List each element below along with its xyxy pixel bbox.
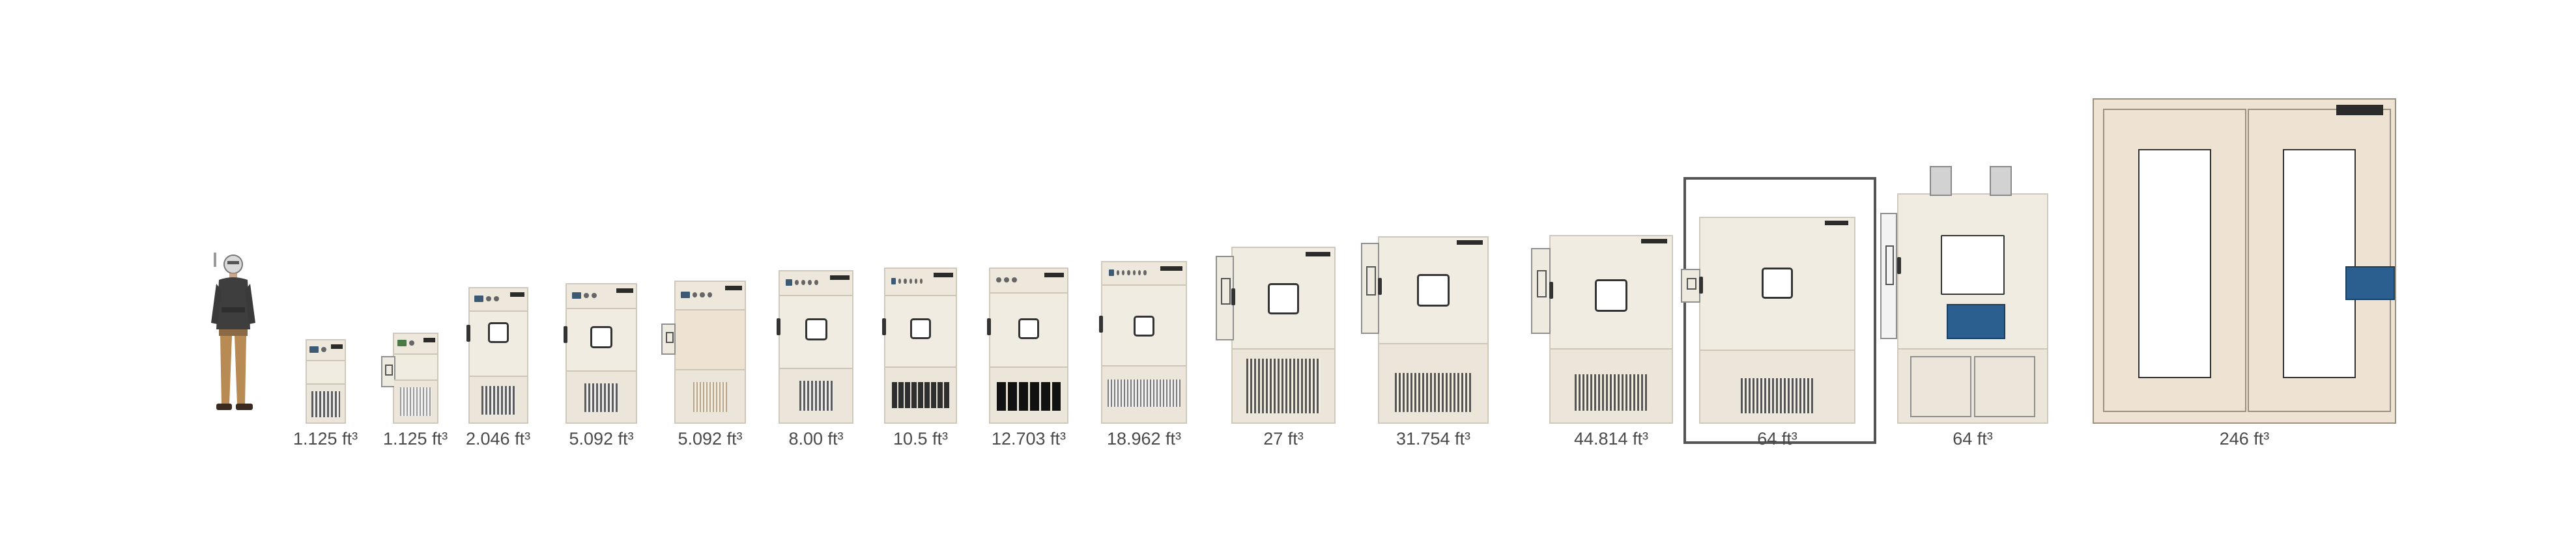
chamber-unit — [1531, 235, 1673, 424]
viewing-window — [487, 322, 509, 343]
vent-grille — [799, 381, 833, 411]
touch-panel — [2345, 266, 2395, 300]
chamber-item[interactable]: 1.125 ft³ — [380, 333, 448, 449]
volume-label: 8.00 ft³ — [788, 429, 844, 448]
volume-label: 12.703 ft³ — [991, 429, 1066, 448]
viewing-window — [2283, 149, 2356, 378]
volume-label: 64 ft³ — [1757, 429, 1797, 448]
chamber-item[interactable]: 246 ft³ — [2093, 98, 2396, 449]
vent-grille — [311, 391, 340, 417]
chamber-unit — [1216, 247, 1336, 424]
volume-label: 27 ft³ — [1263, 429, 1304, 448]
viewing-window — [1941, 235, 2005, 295]
chamber-item[interactable]: 10.5 ft³ — [882, 268, 957, 449]
chamber-unit — [882, 268, 957, 424]
door-left — [2103, 109, 2246, 412]
volume-label: 1.125 ft³ — [293, 429, 358, 448]
chiller-unit — [1990, 166, 2012, 196]
vent-grille — [1395, 373, 1472, 412]
chamber-item[interactable]: 44.814 ft³ — [1531, 235, 1673, 449]
chamber-item[interactable]: 12.703 ft³ — [987, 268, 1068, 449]
viewing-window — [1595, 279, 1627, 312]
vent-grille — [997, 382, 1061, 411]
viewing-window — [1417, 274, 1450, 307]
vent-grille — [1246, 359, 1321, 413]
volume-label: 64 ft³ — [1953, 429, 1993, 448]
viewing-window — [590, 326, 612, 348]
volume-label: 18.962 ft³ — [1106, 429, 1182, 448]
volume-label: 1.125 ft³ — [383, 429, 448, 448]
volume-label: 44.814 ft³ — [1573, 429, 1649, 448]
viewing-window — [910, 318, 931, 339]
touch-panel — [1947, 304, 2005, 339]
chamber-unit — [466, 287, 528, 424]
vent-grille — [1108, 379, 1181, 407]
volume-label: 246 ft³ — [2219, 429, 2270, 448]
viewing-window — [1134, 316, 1154, 337]
vent-grille — [1575, 374, 1648, 411]
vent-grille — [892, 382, 949, 408]
chamber-unit — [305, 339, 346, 424]
vent-grille — [481, 386, 515, 415]
vent-grille — [1741, 378, 1814, 413]
chamber-item[interactable]: 64 ft³ — [1681, 217, 1855, 449]
chiller-unit — [1930, 166, 1952, 196]
volume-label: 31.754 ft³ — [1395, 429, 1471, 448]
cabinet-door — [1910, 356, 1971, 417]
vent-grille — [693, 382, 727, 412]
viewing-window — [2138, 149, 2211, 378]
chamber-unit — [987, 268, 1068, 424]
chamber-unit — [1880, 166, 2048, 424]
volume-label: 2.046 ft³ — [466, 429, 531, 448]
chamber-unit — [1361, 236, 1489, 424]
selection-frame — [1683, 177, 1876, 444]
chamber-item[interactable]: 5.092 ft³ — [661, 281, 746, 449]
chamber-item[interactable]: 31.754 ft³ — [1361, 236, 1489, 449]
chamber-unit — [2093, 98, 2396, 424]
chamber-unit — [777, 270, 853, 424]
viewing-window — [1018, 318, 1039, 339]
chamber-item[interactable]: 27 ft³ — [1216, 247, 1336, 449]
chamber-unit — [1681, 217, 1855, 424]
volume-label: 5.092 ft³ — [569, 429, 634, 448]
chamber-unit — [380, 333, 438, 424]
chamber-unit — [564, 283, 637, 424]
viewing-window — [1762, 268, 1793, 299]
chamber-item[interactable]: 5.092 ft³ — [564, 283, 637, 449]
vent-grille — [399, 387, 431, 416]
viewing-window — [805, 318, 827, 340]
chamber-item[interactable]: 64 ft³ — [1880, 166, 2048, 449]
chamber-item[interactable]: 18.962 ft³ — [1099, 261, 1187, 449]
chamber-item[interactable]: 2.046 ft³ — [466, 287, 530, 449]
volume-label: 10.5 ft³ — [893, 429, 949, 448]
cabinet-door — [1974, 356, 2035, 417]
vent-grille — [584, 383, 618, 412]
volume-label: 5.092 ft³ — [678, 429, 743, 448]
chamber-unit — [661, 281, 746, 424]
chamber-item[interactable]: 8.00 ft³ — [777, 270, 853, 449]
chamber-unit — [1099, 261, 1187, 424]
door-right — [2248, 109, 2391, 412]
person-icon — [211, 253, 255, 410]
viewing-window — [1268, 283, 1299, 314]
chamber-item[interactable]: 1.125 ft³ — [293, 339, 358, 449]
